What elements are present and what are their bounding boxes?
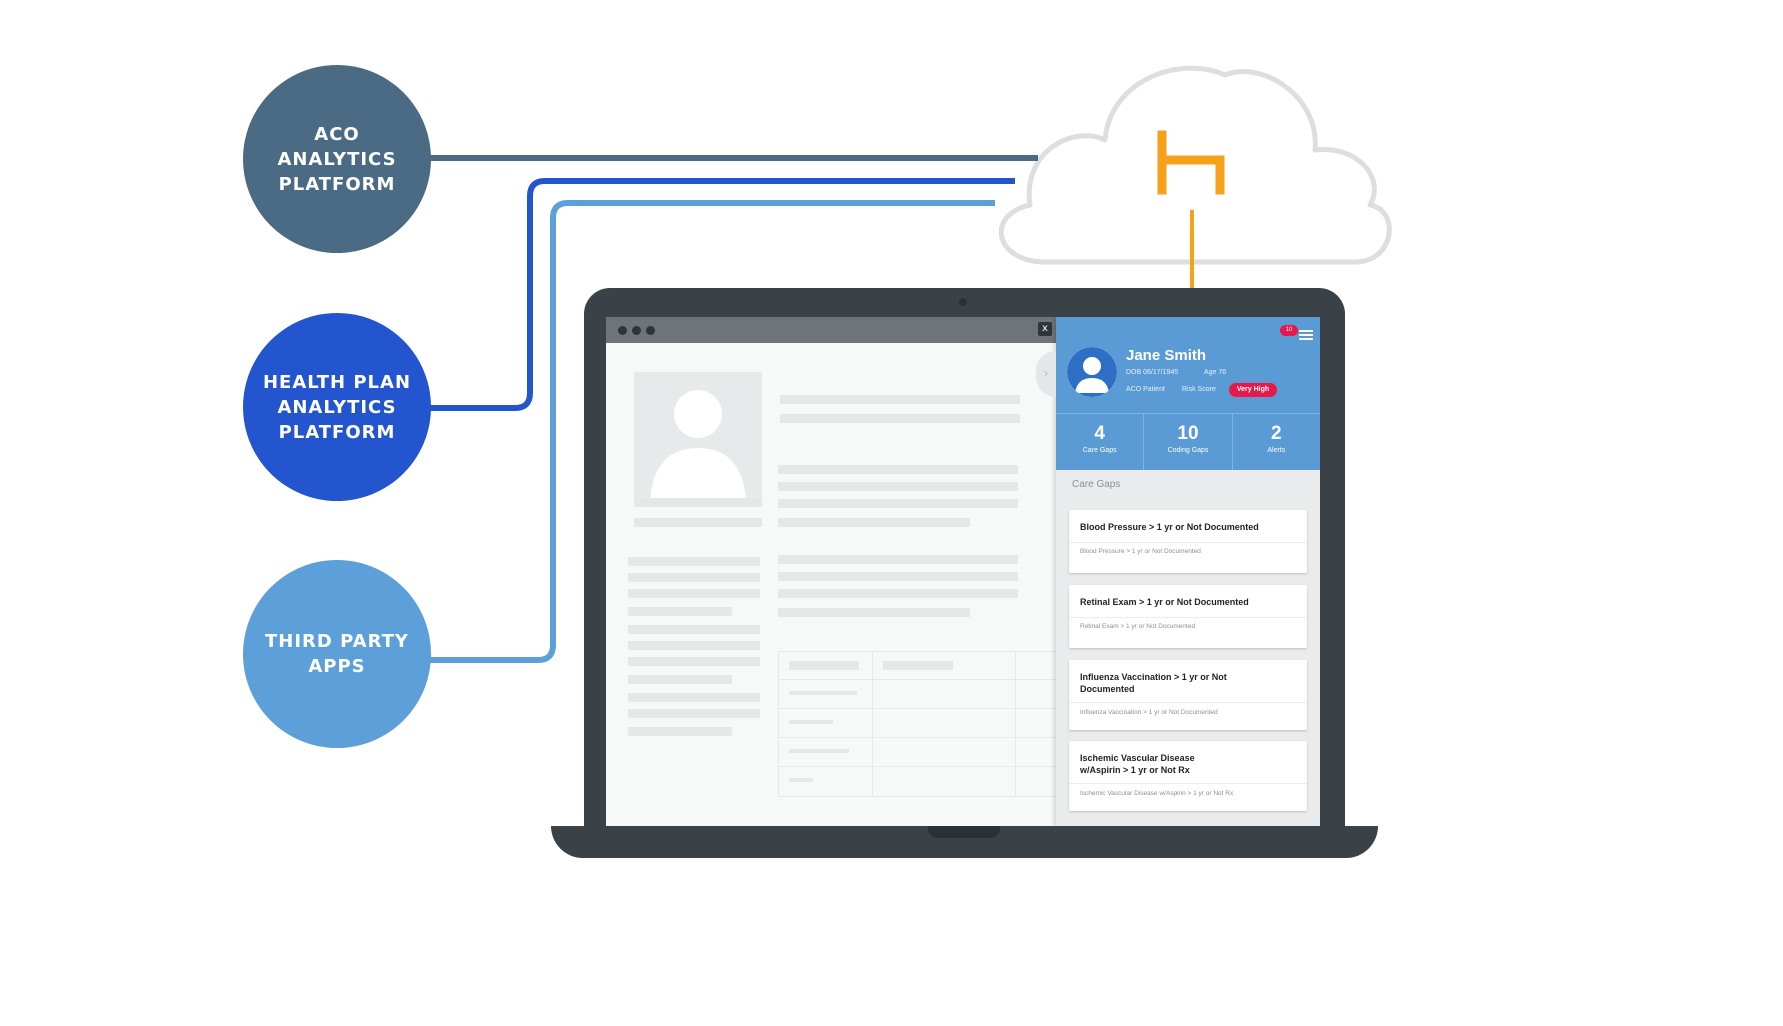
ehr-placeholder-line <box>778 555 1018 564</box>
health-plan-connector <box>425 178 1015 411</box>
care-gap-title: Ischemic Vascular Disease w/Aspirin > 1 … <box>1080 753 1195 775</box>
window-dot-icon <box>646 326 655 335</box>
laptop-screen: x <box>606 317 1320 826</box>
close-icon[interactable]: x <box>1038 322 1052 336</box>
ehr-placeholder-line <box>628 727 732 736</box>
avatar <box>1067 347 1117 397</box>
ehr-placeholder-line <box>778 499 1018 508</box>
browser-titlebar: x <box>606 317 1056 343</box>
ehr-placeholder-line <box>628 573 760 582</box>
risk-score-label: Risk Score <box>1182 386 1216 393</box>
cloud-shape <box>998 65 1392 265</box>
third-party-apps-node: THIRD PARTY APPS <box>243 560 431 748</box>
stat-coding-gaps[interactable]: 10 Coding Gaps <box>1144 414 1233 470</box>
ehr-placeholder-line <box>778 589 1018 598</box>
ehr-placeholder-line <box>634 518 762 527</box>
ehr-placeholder-line <box>628 607 732 616</box>
ehr-placeholder-line <box>628 589 760 598</box>
patient-name: Jane Smith <box>1126 347 1207 364</box>
ehr-placeholder-line <box>778 482 1018 491</box>
ehr-placeholder-line <box>628 657 760 666</box>
ehr-placeholder-line <box>628 641 760 650</box>
window-dot-icon <box>618 326 627 335</box>
h-logo-icon <box>1157 130 1225 195</box>
notification-badge[interactable]: 10 <box>1280 325 1298 336</box>
hamburger-menu-icon[interactable] <box>1299 330 1313 340</box>
ehr-placeholder-line <box>634 498 762 507</box>
ehr-placeholder-line <box>780 395 1020 404</box>
ehr-placeholder-line <box>628 693 760 702</box>
collapse-chevron-icon[interactable]: › <box>1036 351 1056 397</box>
webcam-icon <box>959 298 967 306</box>
aco-analytics-node: ACO ANALYTICS PLATFORM <box>243 65 431 253</box>
patient-type: ACO Patient <box>1126 386 1165 393</box>
patient-dob: DOB 06/17/1945 <box>1126 369 1179 376</box>
ehr-placeholder-line <box>778 572 1018 581</box>
patient-age: Age 76 <box>1204 369 1227 376</box>
care-gap-title: Influenza Vaccination > 1 yr or Not Docu… <box>1080 672 1227 694</box>
care-gap-subtitle: Influenza Vaccination > 1 yr or Not Docu… <box>1080 709 1218 716</box>
ehr-placeholder-line <box>778 608 970 617</box>
window-dot-icon <box>632 326 641 335</box>
health-plan-analytics-node: HEALTH PLAN ANALYTICS PLATFORM <box>243 313 431 501</box>
care-gap-title: Blood Pressure > 1 yr or Not Documented <box>1080 522 1259 532</box>
ehr-placeholder-line <box>778 518 970 527</box>
user-avatar-icon <box>1067 347 1117 397</box>
ehr-placeholder-line <box>628 709 760 718</box>
stat-care-gaps[interactable]: 4 Care Gaps <box>1056 414 1145 470</box>
care-gap-subtitle: Retinal Exam > 1 yr or Not Documented <box>1080 623 1196 630</box>
care-gaps-section-title: Care Gaps <box>1072 479 1121 490</box>
ehr-placeholder-table <box>778 651 1060 797</box>
care-gap-subtitle: Ischemic Vascular Disease w/Aspirin > 1 … <box>1080 790 1234 797</box>
ehr-placeholder-line <box>780 414 1020 423</box>
third-party-connector <box>425 200 995 663</box>
care-gap-subtitle: Blood Pressure > 1 yr or Not Documented <box>1080 548 1201 555</box>
ehr-placeholder-line <box>778 465 1018 474</box>
patient-side-panel: Jane Smith DOB 06/17/1945 Age 76 ACO Pat… <box>1036 317 1320 826</box>
ehr-photo-placeholder <box>634 372 762 500</box>
care-gap-title: Retinal Exam > 1 yr or Not Documented <box>1080 597 1249 607</box>
person-silhouette-icon <box>650 390 746 500</box>
care-gap-card[interactable]: Retinal Exam > 1 yr or Not Documented Re… <box>1069 585 1307 648</box>
care-gap-card[interactable]: Influenza Vaccination > 1 yr or Not Docu… <box>1069 660 1307 730</box>
risk-score-badge: Very High <box>1229 383 1277 397</box>
stats-bar: 4 Care Gaps 10 Coding Gaps 2 Alerts <box>1056 413 1320 470</box>
ehr-placeholder-line <box>628 557 760 566</box>
care-gap-card[interactable]: Ischemic Vascular Disease w/Aspirin > 1 … <box>1069 741 1307 811</box>
ehr-placeholder-line <box>628 675 732 684</box>
ehr-placeholder-line <box>628 625 760 634</box>
patient-header: Jane Smith DOB 06/17/1945 Age 76 ACO Pat… <box>1036 317 1320 413</box>
laptop-notch <box>928 826 1000 838</box>
care-gap-card[interactable]: Blood Pressure > 1 yr or Not Documented … <box>1069 510 1307 573</box>
stat-alerts[interactable]: 2 Alerts <box>1267 423 1286 454</box>
